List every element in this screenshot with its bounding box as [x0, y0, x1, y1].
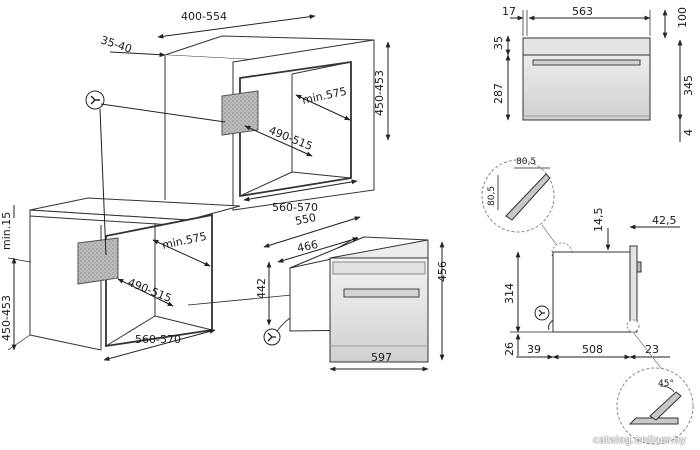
dim-detail-bevel-y: 80,5	[487, 186, 497, 206]
dim-column-height: 450-453	[373, 70, 386, 116]
plug-symbol-left	[85, 90, 105, 110]
dim-line-column-depth	[295, 94, 351, 121]
dim-column-niche-width: 560-570	[272, 201, 318, 214]
leader-plug-column	[100, 103, 226, 123]
watermark: catalog.onliner.by	[593, 435, 686, 446]
dim-detail-angle: 45°	[658, 379, 674, 389]
leader-detail-bottom	[632, 331, 665, 373]
dim-fv-body-height: 287	[492, 83, 505, 104]
plug-symbol-oven	[263, 328, 281, 346]
dim-oven-total-height: 456	[436, 261, 449, 282]
dim-sv-right-offset: 42,5	[652, 214, 677, 227]
dim-fv-top-gap: 100	[676, 7, 689, 28]
leader-oven-to-under	[187, 294, 293, 306]
front-view-oven	[522, 37, 651, 121]
dim-oven-width: 597	[371, 351, 392, 364]
dim-line-column-width	[157, 14, 316, 39]
dim-line-column-niche-width	[243, 179, 358, 202]
dim-line-oven-inner-depth	[277, 237, 359, 263]
dim-ext-under-1	[7, 257, 31, 263]
dim-under-niche-width: 560-570	[135, 333, 181, 346]
dim-fv-panel-width: 563	[572, 5, 593, 18]
dim-fv-total-height: 345	[682, 75, 695, 96]
dim-sv-depth: 508	[582, 343, 603, 356]
dim-fv-bottom-gap: 4	[682, 129, 695, 136]
dim-line-under-niche-height	[117, 278, 174, 307]
dim-oven-front-height: 442	[255, 278, 268, 299]
dim-oven-depth: 550	[294, 211, 317, 228]
undercounter-cabinet	[29, 197, 241, 351]
dim-ext-under-2	[7, 334, 31, 351]
dim-detail-bevel-x: 80,5	[516, 157, 536, 167]
plug-symbol-side	[534, 305, 550, 321]
dim-fv-panel-left: 17	[502, 5, 516, 18]
dim-under-height: 450-453	[0, 295, 13, 341]
leader-detail-top	[541, 224, 559, 248]
dim-line-under-depth	[152, 239, 211, 267]
detail-circle-bottom	[616, 367, 694, 445]
dim-sv-base: 26	[503, 342, 516, 356]
dim-under-gap: min.15	[0, 212, 13, 250]
detail-circle-top	[481, 159, 555, 233]
dim-sv-height: 314	[503, 283, 516, 304]
dim-fv-control-height: 35	[492, 36, 505, 50]
dim-line-side-gap	[109, 51, 166, 58]
dim-sv-top-offset: 14,5	[592, 208, 605, 233]
dim-oven-inner-depth: 466	[296, 238, 319, 255]
dim-sv-right: 23	[645, 343, 659, 356]
dim-line-column-niche-height	[244, 125, 313, 157]
dim-column-width: 400-554	[181, 10, 227, 23]
dim-sv-left: 39	[527, 343, 541, 356]
dim-line-under-niche-width	[103, 329, 216, 361]
side-view-oven	[548, 242, 642, 333]
leader-plug-under	[99, 108, 107, 256]
